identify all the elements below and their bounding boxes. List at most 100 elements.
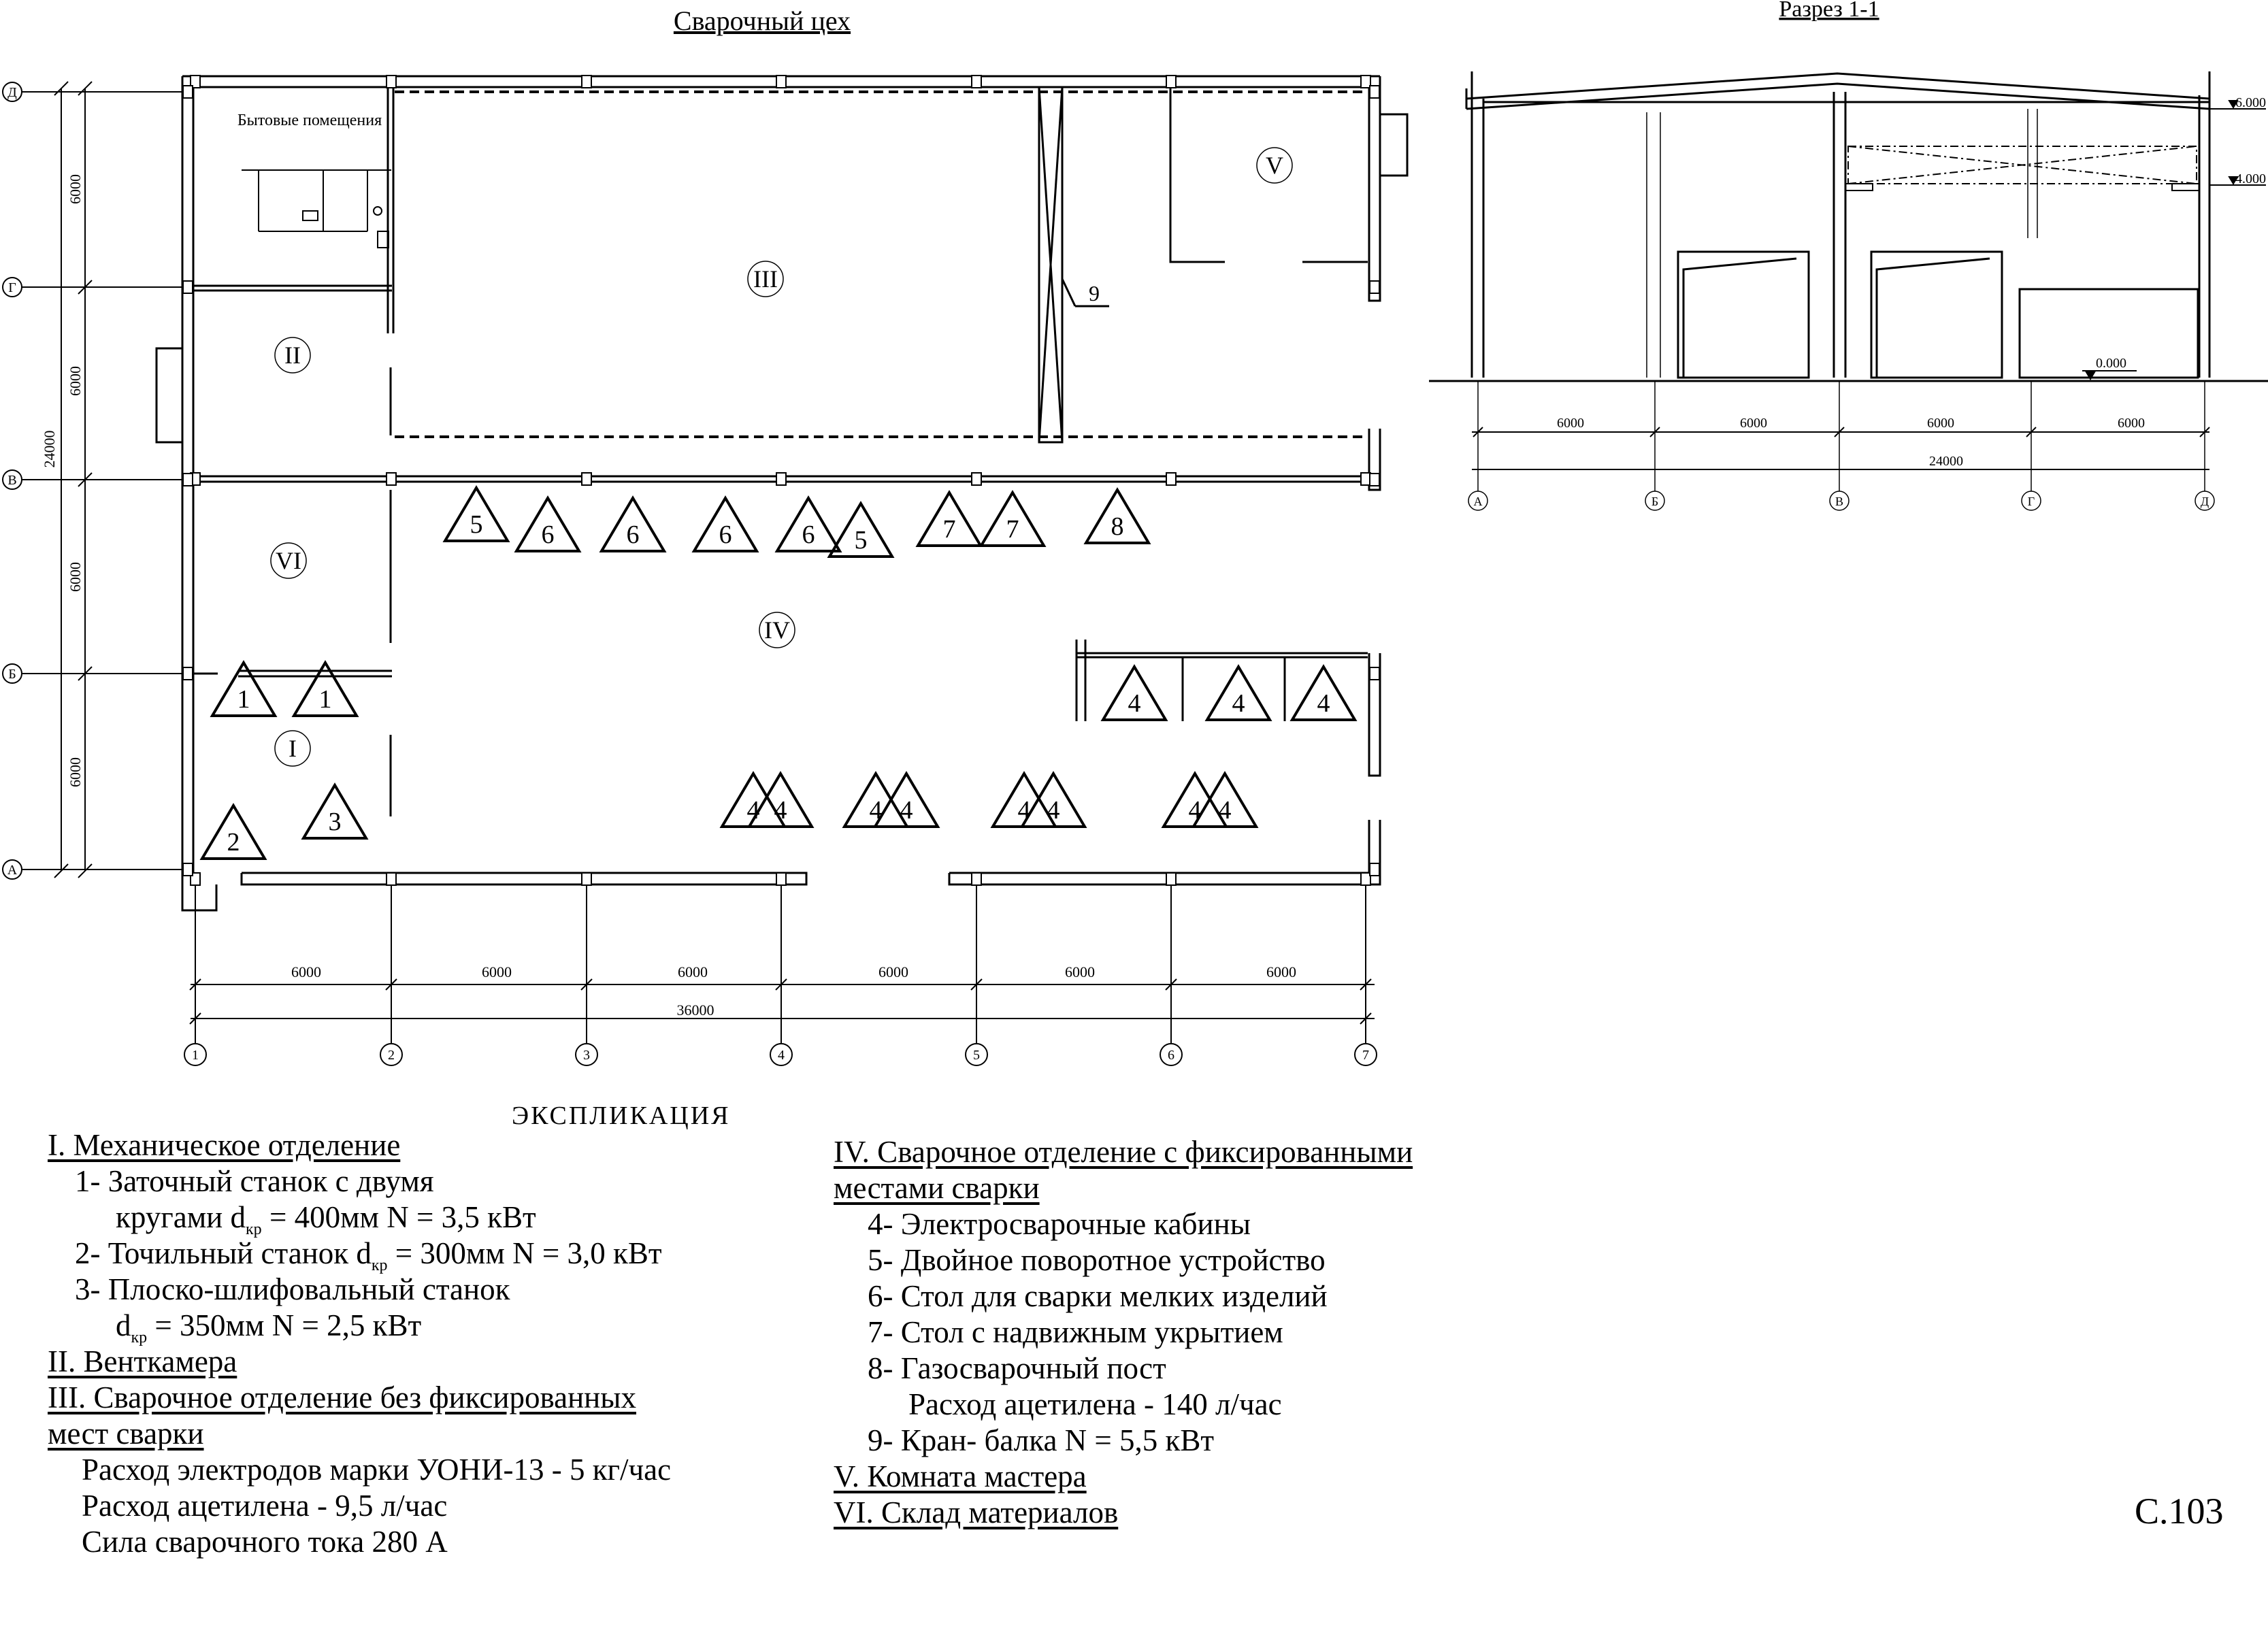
axis-bubble	[2, 469, 22, 490]
column	[1360, 872, 1371, 886]
section-dimensions	[1472, 431, 2209, 470]
dim-tick	[189, 978, 201, 991]
column	[971, 872, 982, 886]
axis-bubble	[2, 859, 22, 880]
equipment-label-1: 1	[319, 685, 332, 714]
dim-tick	[2199, 427, 2210, 437]
bottom-dim-6: 6000	[1266, 963, 1296, 980]
equipment-triangle	[301, 782, 369, 840]
zone-label-2: II	[284, 342, 301, 369]
equipment-label-6: 6	[627, 520, 640, 549]
dim-tick	[775, 978, 787, 991]
equipment-triangle	[442, 485, 510, 542]
equipment-label-4: 4	[774, 796, 787, 825]
equipment-label-4: 4	[1128, 689, 1141, 718]
crane-runway	[395, 90, 1364, 438]
left-dim-3: 6000	[67, 562, 84, 592]
item-7: 7- Стол с надвижным укрытием	[868, 1315, 1283, 1349]
section-drawing: Разрез 1-1	[1429, 0, 2268, 511]
left-dim-1: 6000	[67, 174, 84, 204]
section-dim-2: 6000	[1740, 416, 1767, 431]
item-1-b: кругами dкр = 400мм N = 3,5 кВт	[48, 1199, 671, 1238]
item-6: 6- Стол для сварки мелких изделий	[868, 1279, 1328, 1313]
equipment-triangle	[1083, 487, 1151, 544]
equipment-label-2: 2	[227, 828, 240, 857]
page-number: С.103	[2135, 1491, 2224, 1532]
column	[1369, 280, 1380, 294]
column	[776, 472, 787, 486]
section-3-line-3: Сила сварочного тока 280 А	[82, 1525, 448, 1559]
section-1-heading: I. Механическое отделение	[48, 1128, 401, 1162]
column	[386, 472, 397, 486]
dim-tick	[1360, 1012, 1372, 1025]
item-9: 9- Кран- балка N = 5,5 кВт	[868, 1423, 1215, 1457]
axis-number-4: 4	[778, 1048, 785, 1063]
section-axis-label-5: Д	[2201, 495, 2209, 508]
zone-bubble	[1256, 147, 1293, 184]
equipment-label-4: 4	[1018, 796, 1031, 825]
column	[776, 75, 787, 88]
equipment-triangle	[199, 803, 267, 860]
column	[581, 872, 592, 886]
item-3-b-pre: d	[116, 1308, 131, 1342]
equipment-label-3: 3	[329, 808, 342, 836]
explication-title: ЭКСПЛИКАЦИЯ	[512, 1102, 731, 1130]
section-3-line-2: Расход ацетилена - 9,5 л/час	[82, 1489, 448, 1523]
column	[581, 75, 592, 88]
item-2-pre: 2- Точильный станок d	[75, 1236, 372, 1270]
equipment-triangle	[599, 495, 667, 552]
dim-tick	[1165, 978, 1177, 991]
section-axis-bubble	[1829, 491, 1850, 511]
section-levels	[2082, 100, 2266, 380]
section-3-line-1: Расход электродов марки УОНИ-13 - 5 кг/ч…	[82, 1453, 672, 1487]
bottom-dim-2: 6000	[482, 963, 512, 980]
plan-title: Сварочный цех	[674, 5, 851, 36]
section-axis-label-1: А	[1474, 495, 1483, 508]
zone-bubble	[274, 730, 311, 767]
outer-walls	[155, 75, 1409, 912]
equipment-triangle	[210, 660, 278, 717]
equipment-label-6: 6	[802, 520, 815, 549]
section-5-heading: V. Комната мастера	[834, 1459, 1087, 1493]
left-dim-4: 6000	[67, 757, 84, 787]
section-2-heading: II. Венткамера	[48, 1344, 237, 1378]
zone-label-1: I	[289, 735, 297, 762]
floor-plan: Сварочный цех	[2, 5, 1409, 1066]
section-axis-bubble	[1468, 491, 1488, 511]
item-3-a: 3- Плоско-шлифовальный станок	[75, 1272, 510, 1306]
equipment-triangle	[1289, 664, 1358, 721]
dim-tick	[1360, 978, 1372, 991]
bottom-dim-4: 6000	[878, 963, 908, 980]
crane-beam	[1038, 86, 1109, 444]
equipment-triangle	[291, 660, 359, 717]
column	[182, 863, 193, 876]
left-dimensions	[54, 81, 93, 878]
partitions	[193, 87, 1368, 816]
zone-bubble	[759, 612, 795, 648]
section-dim-4: 6000	[2118, 416, 2145, 431]
dim-tick	[580, 978, 593, 991]
equipment-label-4: 4	[1189, 796, 1202, 825]
column	[776, 872, 787, 886]
section-crane-rails	[1845, 183, 2200, 191]
dim-tick	[189, 1012, 201, 1025]
axis-number-1: 1	[192, 1048, 199, 1063]
column	[182, 667, 193, 680]
section-axis-bubble	[2195, 491, 2215, 511]
axis-bubble	[575, 1043, 598, 1066]
equipment-label-5: 5	[855, 526, 868, 554]
dim-tick	[385, 978, 397, 991]
axis-bubble	[2, 663, 22, 684]
bottom-dim-5: 6000	[1065, 963, 1095, 980]
section-axis-bubble	[1645, 491, 1665, 511]
column	[182, 280, 193, 294]
axis-number-6: 6	[1168, 1048, 1174, 1063]
equipment-label-8: 8	[1111, 512, 1124, 541]
item-5: 5- Двойное поворотное устройство	[868, 1243, 1326, 1277]
item-4: 4- Электросварочные кабины	[868, 1207, 1251, 1241]
axis-bubble	[2, 277, 22, 297]
